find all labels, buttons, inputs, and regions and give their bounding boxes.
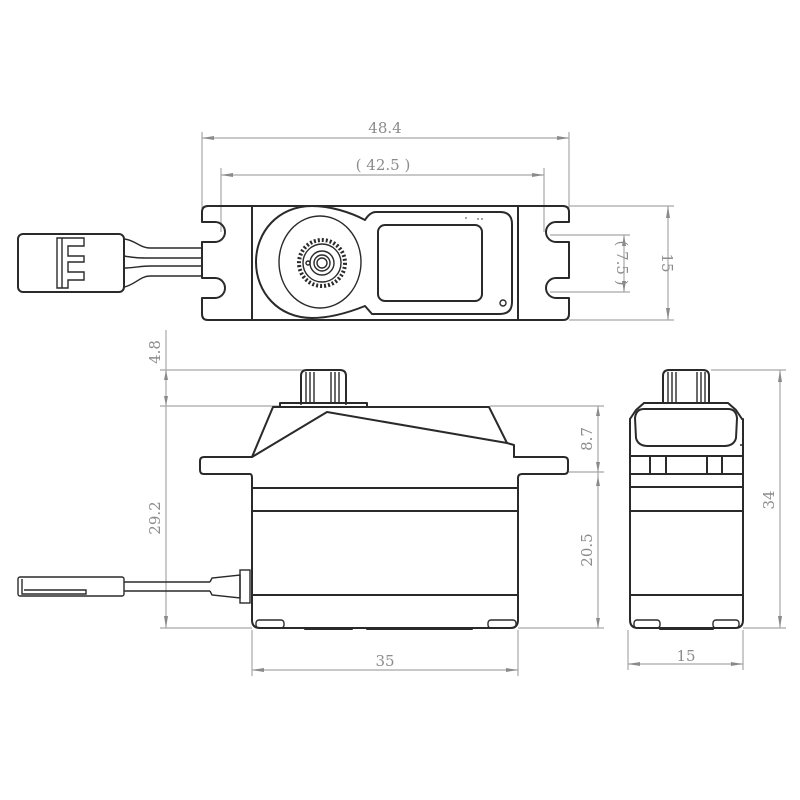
top-body-outline <box>201 205 570 321</box>
dim-top-width: 15 <box>569 205 676 321</box>
dim-body-height: 29.2 <box>146 406 168 628</box>
end-spline-icon <box>662 369 710 403</box>
dim-spline-height: 4.8 <box>146 330 168 406</box>
dim-text-48-4: 48.4 <box>368 119 401 137</box>
dim-slot-spacing: ( 7.5 ) <box>550 234 631 293</box>
top-gear-case <box>255 205 513 319</box>
output-spline-icon <box>297 238 347 288</box>
side-top-cover <box>251 406 515 458</box>
dim-text-20-5: 20.5 <box>578 533 596 566</box>
dim-text-35: 35 <box>375 652 394 670</box>
top-view: 48.4 ( 42.5 ) <box>17 119 676 321</box>
dim-end-width: 15 <box>627 630 744 670</box>
dim-text-34: 34 <box>760 490 778 509</box>
connector-side-icon <box>17 569 251 604</box>
dim-text-42-5: ( 42.5 ) <box>356 156 411 174</box>
dim-body-length: 35 <box>251 630 519 676</box>
wires-top <box>123 238 203 288</box>
dim-text-7-5: ( 7.5 ) <box>613 240 631 285</box>
dim-flange-to-bottom: 20.5 <box>578 472 600 628</box>
dim-text-15-end: 15 <box>676 647 695 665</box>
dim-text-8-7: 8.7 <box>578 427 596 451</box>
dim-text-4-8: 4.8 <box>146 340 164 364</box>
end-top-cap <box>634 408 738 447</box>
dim-text-15-top: 15 <box>658 253 676 272</box>
label-area <box>377 224 483 302</box>
dim-overall-length: 48.4 <box>201 119 570 208</box>
dim-hole-spacing: ( 42.5 ) <box>220 156 545 232</box>
side-body-outline <box>199 456 569 629</box>
side-view: 4.8 29.2 8.7 20.5 35 <box>17 330 604 676</box>
end-body-outline <box>629 418 744 629</box>
end-view: 34 15 <box>627 369 786 670</box>
side-spline-icon <box>279 369 368 408</box>
connector-top-icon <box>17 233 125 293</box>
dim-top-to-flange: 8.7 <box>578 406 600 472</box>
dim-overall-height: 34 <box>760 370 782 628</box>
dim-text-29-2: 29.2 <box>146 501 164 534</box>
